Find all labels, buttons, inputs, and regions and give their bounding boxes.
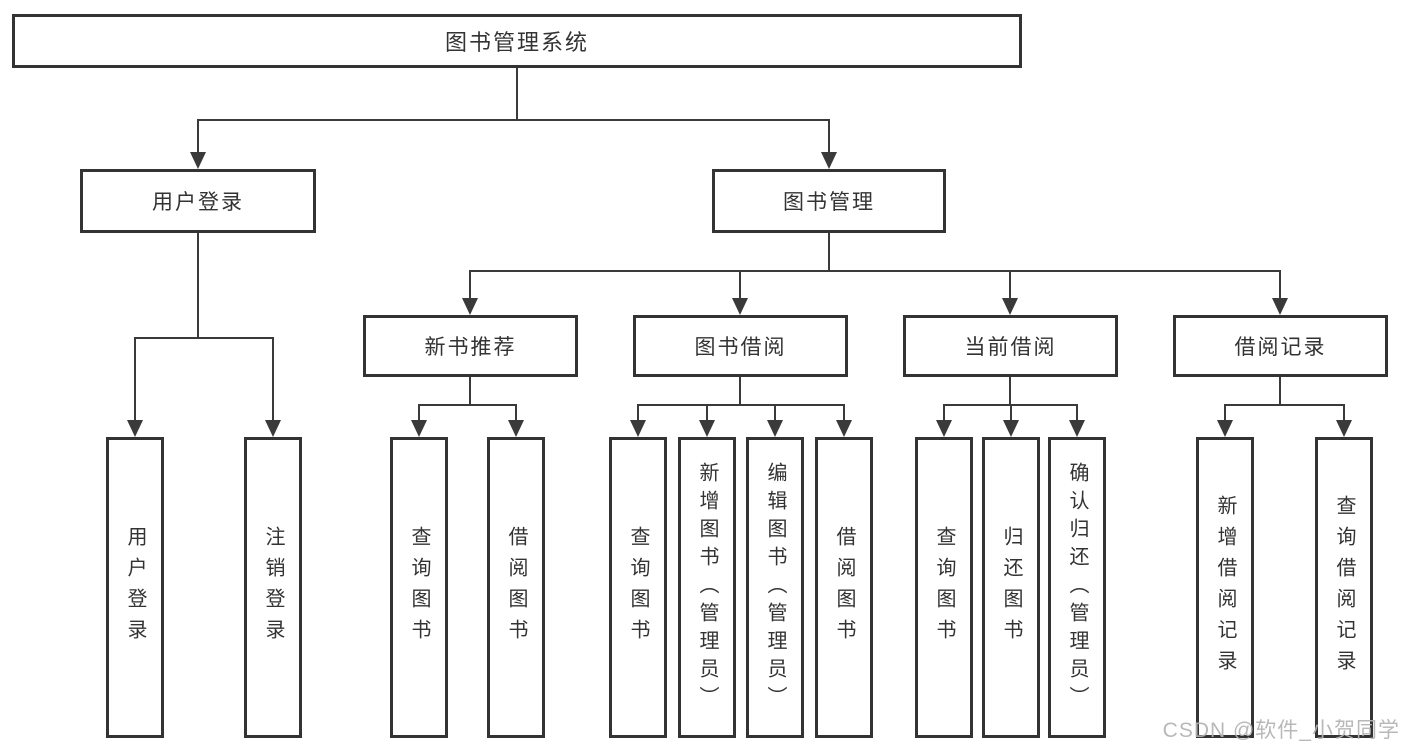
arrow-down-icon: [127, 420, 143, 437]
leaf-label: 归还图书: [1000, 525, 1022, 650]
node-user-login: 用户登录: [80, 169, 316, 233]
arrow-down-icon: [1003, 420, 1019, 437]
connector-line: [469, 377, 471, 404]
arrow-down-icon: [1217, 420, 1233, 437]
leaf-label: 查询图书: [627, 525, 649, 650]
leaf-label: 确认归还（管理员）: [1066, 461, 1088, 714]
connector-line: [828, 233, 830, 270]
leaf-borrow-books: 借阅图书: [487, 437, 545, 738]
leaf-logout: 注销登录: [244, 437, 302, 738]
connector-line: [418, 404, 517, 406]
connector-line: [843, 404, 845, 422]
connector-line: [1279, 270, 1281, 300]
leaf-label: 查询图书: [933, 525, 955, 650]
node-library-management-system: 图书管理系统: [12, 14, 1022, 68]
connector-line: [1279, 377, 1281, 404]
connector-line: [1076, 404, 1078, 422]
leaf-label: 编辑图书（管理员）: [764, 461, 786, 714]
connector-line: [272, 337, 274, 422]
connector-line: [197, 233, 199, 337]
connector-line: [1343, 404, 1345, 422]
connector-line: [469, 270, 1281, 272]
csdn-watermark: CSDN @软件_小贺同学: [1162, 719, 1400, 742]
leaf-confirm-return-admin: 确认归还（管理员）: [1048, 437, 1106, 738]
arrow-down-icon: [265, 420, 281, 437]
connector-line: [515, 404, 517, 422]
leaf-label: 注销登录: [262, 525, 284, 650]
arrow-down-icon: [1002, 298, 1018, 315]
node-book-borrowing: 图书借阅: [633, 315, 848, 377]
leaf-label: 用户登录: [124, 525, 146, 650]
leaf-edit-books-admin: 编辑图书（管理员）: [746, 437, 804, 738]
node-book-management: 图书管理: [712, 169, 946, 233]
connector-line: [706, 404, 708, 422]
leaf-query-books: 查询图书: [609, 437, 667, 738]
arrow-down-icon: [732, 298, 748, 315]
connector-line: [739, 377, 741, 404]
connector-line: [134, 337, 274, 339]
arrow-down-icon: [821, 152, 837, 169]
connector-line: [828, 119, 830, 154]
arrow-down-icon: [411, 420, 427, 437]
connector-line: [418, 404, 420, 422]
connector-line: [516, 68, 518, 119]
leaf-label: 借阅图书: [505, 525, 527, 650]
connector-line: [469, 270, 471, 300]
arrow-down-icon: [699, 420, 715, 437]
leaf-label: 新增图书（管理员）: [696, 461, 718, 714]
connector-line: [1224, 404, 1226, 422]
connector-line: [197, 119, 199, 154]
leaf-add-borrow-record: 新增借阅记录: [1196, 437, 1254, 738]
arrow-down-icon: [508, 420, 524, 437]
connector-line: [134, 337, 136, 422]
arrow-down-icon: [836, 420, 852, 437]
leaf-user-login: 用户登录: [106, 437, 164, 738]
arrow-down-icon: [1069, 420, 1085, 437]
connector-line: [943, 404, 945, 422]
leaf-label: 查询图书: [408, 525, 430, 650]
connector-line: [774, 404, 776, 422]
leaf-label: 新增借阅记录: [1214, 494, 1236, 681]
leaf-borrow-books: 借阅图书: [815, 437, 873, 738]
connector-line: [637, 404, 639, 422]
arrow-down-icon: [462, 298, 478, 315]
leaf-label: 借阅图书: [833, 525, 855, 650]
leaf-return-books: 归还图书: [982, 437, 1040, 738]
connector-line: [197, 119, 830, 121]
node-new-book-recommendation: 新书推荐: [363, 315, 578, 377]
leaf-query-books: 查询图书: [390, 437, 448, 738]
leaf-label: 查询借阅记录: [1333, 494, 1355, 681]
node-current-borrowing: 当前借阅: [903, 315, 1118, 377]
arrow-down-icon: [767, 420, 783, 437]
connector-line: [1009, 270, 1011, 300]
leaf-query-books: 查询图书: [915, 437, 973, 738]
arrow-down-icon: [190, 152, 206, 169]
arrow-down-icon: [1336, 420, 1352, 437]
connector-line: [1009, 377, 1011, 404]
connector-line: [637, 404, 845, 406]
connector-line: [1010, 404, 1012, 422]
connector-line: [739, 270, 741, 300]
leaf-query-borrow-record: 查询借阅记录: [1315, 437, 1373, 738]
connector-line: [1224, 404, 1345, 406]
arrow-down-icon: [936, 420, 952, 437]
arrow-down-icon: [1272, 298, 1288, 315]
arrow-down-icon: [630, 420, 646, 437]
leaf-add-books-admin: 新增图书（管理员）: [678, 437, 736, 738]
node-borrowing-records: 借阅记录: [1173, 315, 1388, 377]
